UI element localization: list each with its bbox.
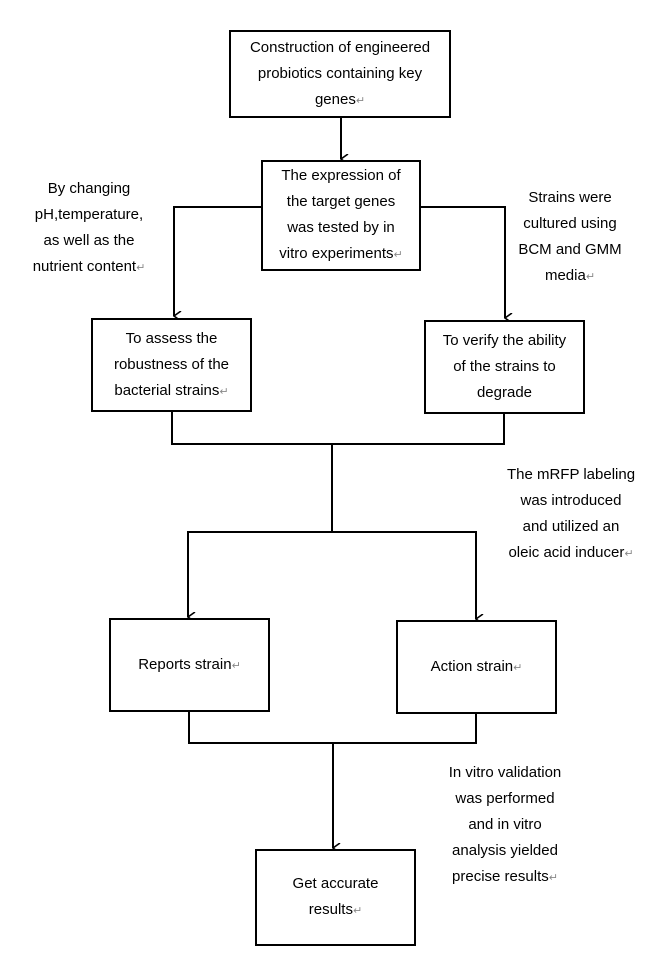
degrade-box: To verify the ability of the strains to … bbox=[424, 320, 585, 414]
construction-text: Construction of engineered probiotics co… bbox=[249, 38, 431, 108]
action-strain-box: Action strain↵ bbox=[396, 620, 557, 714]
robustness-box: To assess the robustness of the bacteria… bbox=[91, 318, 252, 412]
merge-line-lower bbox=[188, 711, 477, 744]
action-strain-text: Action strain↵ bbox=[430, 657, 523, 675]
changing-conditions-note: By changing pH,temperature, as well as t… bbox=[32, 180, 146, 275]
accurate-results-text: Get accurate results↵ bbox=[292, 875, 379, 918]
validation-note: In vitro validation was performed and in… bbox=[448, 764, 562, 885]
branch-line-left bbox=[173, 206, 262, 316]
split-line-left bbox=[187, 531, 332, 617]
accurate-results-box: Get accurate results↵ bbox=[255, 849, 416, 946]
degrade-text: To verify the ability of the strains to … bbox=[442, 332, 567, 401]
reports-strain-box: Reports strain↵ bbox=[109, 618, 270, 712]
construction-box: Construction of engineered probiotics co… bbox=[229, 30, 451, 118]
branch-line-right bbox=[421, 206, 505, 318]
robustness-text: To assess the robustness of the bacteria… bbox=[113, 329, 230, 399]
split-line-right bbox=[332, 531, 476, 619]
merge-line bbox=[171, 412, 505, 445]
media-note: Strains were cultured using BCM and GMM … bbox=[518, 189, 622, 284]
expression-box: The expression of the target genes was t… bbox=[261, 160, 421, 271]
mrfp-labeling-note: The mRFP labeling was introduced and uti… bbox=[506, 466, 636, 561]
expression-text: The expression of the target genes was t… bbox=[279, 167, 403, 262]
reports-strain-text: Reports strain↵ bbox=[138, 655, 241, 673]
